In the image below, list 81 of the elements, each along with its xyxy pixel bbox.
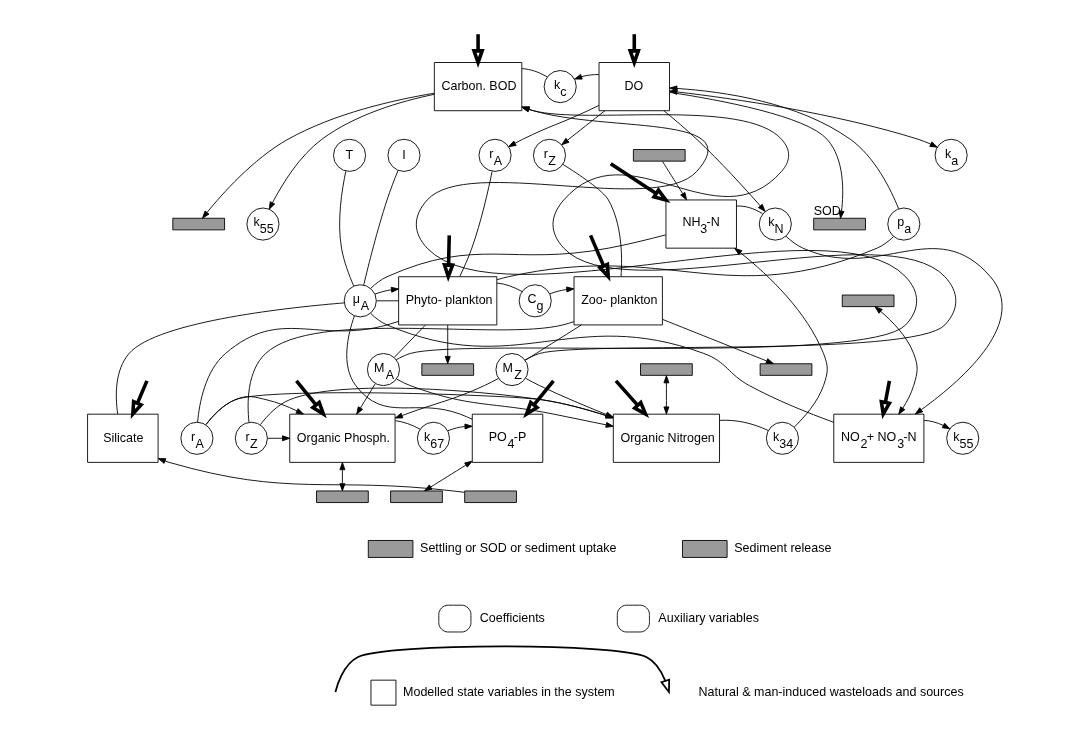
- node-box: Organic Phosph.: [288, 413, 395, 463]
- arrow: [522, 379, 555, 419]
- node-bar: [841, 294, 894, 308]
- node-bar: [812, 217, 866, 231]
- arrow: [662, 110, 765, 212]
- connector: [338, 170, 354, 287]
- node-box: Zoo- plankton: [573, 276, 663, 326]
- node-box: Organic Nitrogen: [612, 413, 720, 463]
- connector: [524, 324, 582, 361]
- arrow: [560, 110, 605, 146]
- connector: [393, 324, 426, 358]
- arrow: [157, 458, 465, 493]
- node-circle: T: [332, 138, 366, 172]
- node-bar: [639, 363, 693, 376]
- node-bar: [171, 217, 225, 231]
- arrow: [394, 378, 499, 419]
- connector: [369, 312, 834, 423]
- arrow: [784, 235, 1002, 415]
- legend-label: Coefficients: [479, 610, 545, 625]
- arrow: [205, 396, 304, 425]
- legend-label: Modelled state variables in the system: [402, 684, 615, 699]
- arrow: [573, 73, 599, 80]
- connector: [735, 205, 763, 215]
- arrow: [614, 379, 649, 418]
- node-bar: [389, 490, 443, 503]
- legend-label: Natural & man-induced wasteloads and sources: [698, 684, 964, 699]
- node-box: Silicate: [86, 413, 159, 463]
- arrow: [661, 319, 774, 365]
- connector: [496, 282, 522, 293]
- node-bar: [420, 363, 474, 376]
- arrow: [878, 380, 892, 420]
- node-bar: [315, 490, 369, 503]
- connector: [196, 320, 399, 423]
- node-bar: [759, 363, 812, 376]
- arrow: [507, 104, 599, 148]
- connector: [375, 300, 399, 302]
- arrow: [923, 419, 950, 430]
- arrow: [627, 34, 641, 68]
- arrow: [441, 235, 455, 283]
- node-label: SOD: [813, 203, 841, 218]
- arrow: [548, 286, 574, 295]
- connector: [458, 171, 493, 278]
- connector: [718, 419, 769, 431]
- arrow: [395, 106, 917, 361]
- connector: [362, 170, 398, 286]
- connector: [394, 420, 420, 430]
- arrow: [446, 423, 473, 432]
- arrow: [423, 460, 472, 492]
- arrow: [338, 462, 345, 492]
- arrow: [201, 92, 435, 219]
- arrow: [588, 234, 610, 282]
- legend-label: Settling or SOD or sediment uptake: [419, 541, 616, 556]
- arrow: [294, 379, 327, 419]
- node-bar: [463, 490, 517, 503]
- connector: [345, 315, 473, 420]
- arrow: [874, 306, 918, 415]
- arrow: [609, 162, 670, 203]
- connector: [369, 234, 666, 289]
- node-box: Phyto- plankton: [397, 276, 497, 326]
- arrow: [733, 247, 828, 428]
- arrow: [266, 435, 290, 442]
- connector: [247, 321, 574, 423]
- connector: [115, 302, 345, 415]
- arrow: [661, 161, 687, 201]
- arrow: [268, 93, 435, 210]
- node-box: DO: [598, 62, 670, 112]
- arrow: [130, 380, 149, 419]
- connector: [561, 163, 622, 277]
- legend-label: Auxiliary variables: [657, 610, 759, 625]
- connector: [521, 68, 547, 78]
- arrow: [662, 375, 669, 415]
- legend-label: Sediment release: [733, 541, 831, 556]
- node-bar: [632, 149, 686, 162]
- arrow: [521, 106, 956, 361]
- arrow: [374, 286, 399, 295]
- arrow: [471, 34, 485, 68]
- arrow: [444, 324, 451, 364]
- arrow: [355, 383, 376, 415]
- node-box: Carbon. BOD: [433, 62, 522, 112]
- connector: [496, 236, 894, 281]
- node-circle: I: [386, 138, 420, 172]
